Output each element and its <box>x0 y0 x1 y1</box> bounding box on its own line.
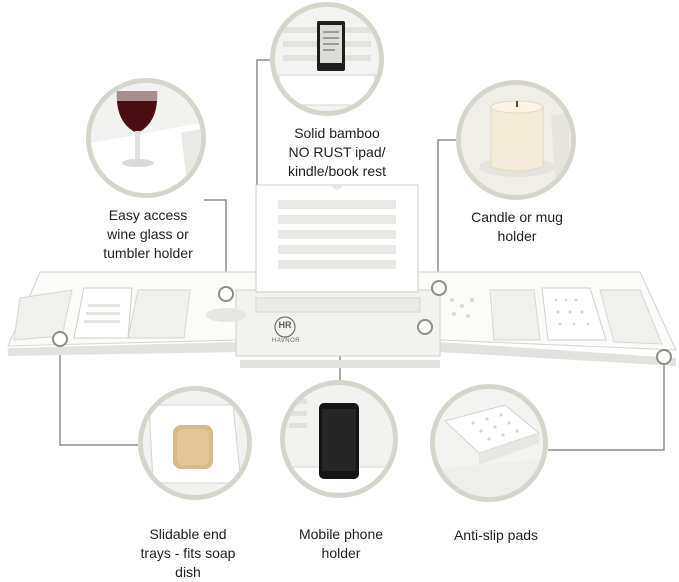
anti-slip-pads-label: Anti-slip pads <box>436 526 556 545</box>
wine-glass-detail-image <box>86 78 206 198</box>
wine-holder-label: Easy access wine glass or tumbler holder <box>78 206 218 263</box>
soap-tray-label: Slidable end trays - fits soap dish <box>118 525 258 582</box>
pads-label-line: Anti-slip pads <box>453 527 539 543</box>
book-rest-label: Solid bamboo NO RUST ipad/ kindle/book r… <box>262 124 412 181</box>
book-rest-label-line: NO RUST ipad/ <box>288 144 386 160</box>
book-rest-label-line: kindle/book rest <box>287 163 387 179</box>
book-rest-label-line: Solid bamboo <box>294 125 380 141</box>
brand-monogram: HR <box>278 320 292 330</box>
soap-label-line: dish <box>175 564 201 580</box>
candle-callout-line <box>437 139 456 288</box>
candle-label-line: Candle or mug <box>471 209 563 225</box>
soap-tray-detail-image <box>138 386 252 500</box>
wine-label-line: tumbler holder <box>103 245 193 261</box>
wine-dot <box>218 286 234 302</box>
pads-callout-line <box>548 358 665 451</box>
candle-detail-image <box>456 80 576 200</box>
soap-callout-line <box>59 340 138 446</box>
candle-dot <box>431 280 447 296</box>
book-callout-line <box>256 59 272 185</box>
soap-label-line: Slidable end <box>149 526 227 542</box>
soap-dot <box>52 331 68 347</box>
soap-label-line: trays - fits soap <box>140 545 236 561</box>
phone-label-line: Mobile phone <box>298 526 384 542</box>
phone-dot <box>417 319 433 335</box>
brand-logo-mark <box>274 316 296 338</box>
anti-slip-pads-detail-image <box>430 384 548 502</box>
brand-name: HAVNOR <box>271 338 301 344</box>
pads-dot <box>656 349 672 365</box>
wine-label-line: wine glass or <box>107 226 189 242</box>
phone-holder-detail-image <box>280 380 398 498</box>
candle-holder-label: Candle or mug holder <box>452 208 582 246</box>
candle-label-line: holder <box>497 228 537 244</box>
wine-callout-line <box>204 199 227 292</box>
phone-label-line: holder <box>321 545 361 561</box>
wine-label-line: Easy access <box>108 207 188 223</box>
book-rest-detail-image <box>270 2 384 116</box>
phone-holder-label: Mobile phone holder <box>276 525 406 563</box>
